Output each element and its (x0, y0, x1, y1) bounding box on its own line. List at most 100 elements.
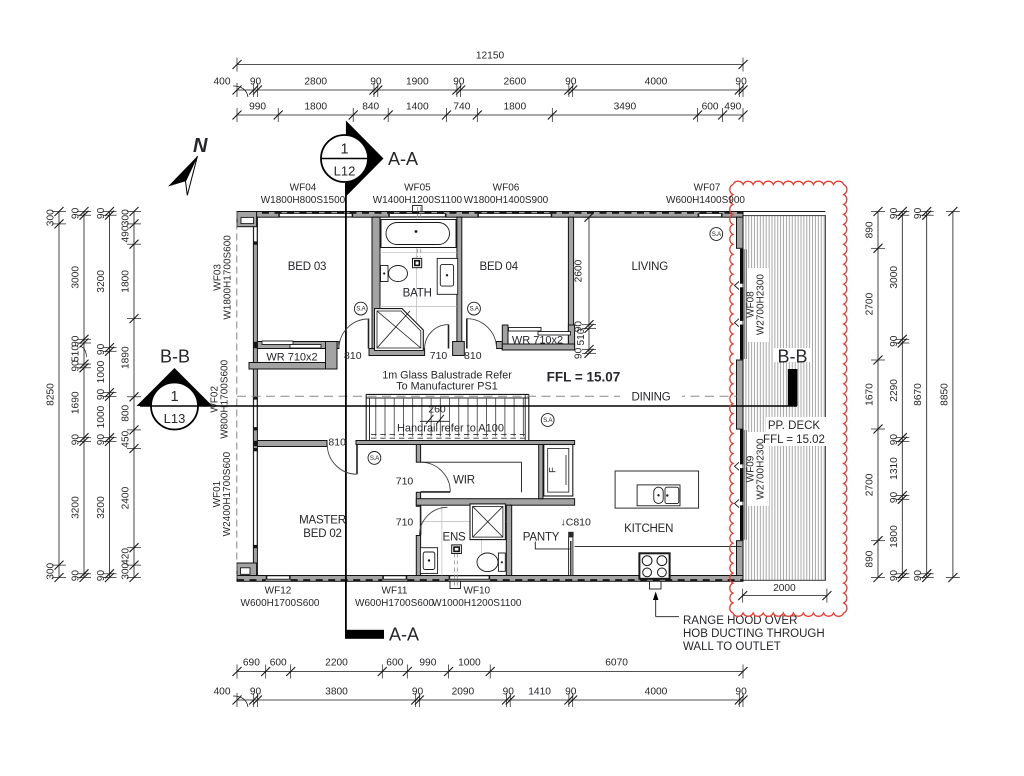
svg-text:3200: 3200 (96, 496, 107, 519)
svg-text:WALL TO OUTLET: WALL TO OUTLET (683, 641, 781, 653)
svg-text:W1000H1200S1100: W1000H1200S1100 (432, 598, 522, 609)
svg-text:S.A: S.A (469, 306, 479, 313)
svg-text:710: 710 (396, 516, 414, 528)
svg-text:8250: 8250 (46, 383, 57, 406)
svg-text:300: 300 (121, 562, 132, 579)
svg-text:WF06: WF06 (493, 183, 520, 194)
svg-text:90: 90 (913, 570, 924, 582)
svg-text:2800: 2800 (304, 77, 327, 88)
svg-text:840: 840 (362, 102, 379, 113)
svg-text:2000: 2000 (773, 583, 796, 594)
svg-text:3800: 3800 (325, 687, 348, 698)
svg-text:F: F (548, 467, 559, 473)
svg-text:N: N (193, 135, 208, 157)
svg-text:510: 510 (576, 328, 587, 345)
svg-text:1000: 1000 (96, 360, 107, 383)
svg-text:PANTY: PANTY (523, 532, 560, 544)
svg-text:2600: 2600 (503, 77, 526, 88)
svg-text:FFL = 15.07: FFL = 15.07 (547, 370, 621, 385)
svg-text:MASTER: MASTER (299, 515, 346, 527)
svg-text:1: 1 (170, 389, 178, 405)
svg-text:1: 1 (340, 142, 348, 158)
svg-text:300: 300 (46, 562, 57, 579)
svg-text:S.A: S.A (712, 231, 722, 238)
svg-text:6070: 6070 (605, 658, 628, 669)
svg-text:1690: 1690 (71, 391, 82, 414)
svg-text:PP. DECK: PP. DECK (768, 420, 821, 432)
svg-text:2400: 2400 (121, 486, 132, 509)
svg-text:90: 90 (412, 687, 424, 698)
svg-text:600: 600 (386, 658, 403, 669)
svg-text:2700: 2700 (865, 473, 876, 496)
svg-text:WF07: WF07 (694, 183, 721, 194)
svg-text:90: 90 (913, 207, 924, 219)
svg-text:Handrail refer to A100: Handrail refer to A100 (397, 423, 504, 435)
svg-text:300: 300 (121, 209, 132, 226)
svg-text:90: 90 (96, 570, 107, 582)
svg-text:W800H1700S600: W800H1700S600 (220, 359, 231, 438)
svg-text:WR 710x2: WR 710x2 (512, 335, 563, 347)
svg-text:S.A: S.A (356, 306, 366, 313)
svg-text:W2700H2300: W2700H2300 (756, 274, 767, 336)
svg-text:90: 90 (250, 687, 262, 698)
svg-text:990: 990 (419, 658, 436, 669)
svg-text:WF04: WF04 (290, 183, 317, 194)
svg-text:3490: 3490 (614, 102, 637, 113)
svg-text:490: 490 (121, 225, 132, 242)
svg-text:L12: L12 (334, 164, 356, 179)
svg-text:1800: 1800 (503, 102, 526, 113)
svg-text:420: 420 (121, 548, 132, 565)
svg-text:1m Glass Balustrade Refer: 1m Glass Balustrade Refer (382, 370, 512, 382)
svg-text:90: 90 (370, 77, 382, 88)
svg-text:810: 810 (344, 350, 362, 362)
svg-text:WF11: WF11 (382, 586, 408, 597)
svg-text:90: 90 (889, 335, 900, 347)
svg-text:90: 90 (574, 347, 585, 359)
svg-text:3200: 3200 (71, 496, 82, 519)
svg-text:400: 400 (214, 77, 231, 88)
svg-text:WF10: WF10 (463, 586, 490, 597)
svg-text:1800: 1800 (121, 270, 132, 293)
svg-text:90: 90 (889, 570, 900, 582)
svg-text:ENS: ENS (442, 532, 466, 544)
svg-text:1890: 1890 (121, 346, 132, 369)
svg-text:BED 03: BED 03 (288, 261, 326, 273)
svg-text:90: 90 (889, 434, 900, 446)
svg-text:W1800H1400S900: W1800H1400S900 (464, 195, 549, 206)
svg-text:90: 90 (96, 434, 107, 446)
svg-text:8670: 8670 (913, 383, 924, 406)
svg-text:450: 450 (121, 430, 132, 447)
svg-text:90: 90 (735, 77, 747, 88)
svg-text:W1800H1700S600: W1800H1700S600 (223, 235, 234, 320)
svg-text:90: 90 (71, 434, 82, 446)
svg-text:1310: 1310 (889, 457, 900, 480)
svg-text:B-B: B-B (777, 347, 807, 367)
svg-text:S.A: S.A (543, 417, 553, 424)
svg-text:1800: 1800 (889, 525, 900, 548)
svg-text:890: 890 (865, 550, 876, 567)
svg-text:1410: 1410 (528, 687, 551, 698)
svg-text:1400: 1400 (406, 102, 429, 113)
svg-text:WR 710x2: WR 710x2 (266, 352, 317, 364)
svg-text:2700: 2700 (865, 292, 876, 315)
svg-text:90: 90 (96, 343, 107, 355)
svg-text:BATH: BATH (403, 288, 432, 300)
svg-text:W600H1700S600: W600H1700S600 (355, 598, 434, 609)
svg-text:S.A: S.A (370, 455, 380, 462)
svg-text:WF03: WF03 (213, 264, 224, 291)
svg-text:3000: 3000 (71, 266, 82, 289)
svg-text:90: 90 (250, 77, 262, 88)
svg-text:90: 90 (71, 335, 82, 347)
svg-text:FFL = 15.02: FFL = 15.02 (763, 434, 825, 446)
svg-text:90: 90 (71, 360, 82, 372)
svg-text:A-A: A-A (388, 149, 418, 169)
svg-text:1670: 1670 (865, 383, 876, 406)
svg-text:1800: 1800 (304, 102, 327, 113)
svg-text:90: 90 (96, 389, 107, 401)
svg-text:12150: 12150 (476, 51, 505, 62)
svg-text:810: 810 (328, 437, 346, 449)
svg-text:1900: 1900 (406, 77, 429, 88)
svg-text:710: 710 (396, 476, 414, 488)
svg-text:W1800H800S1500: W1800H800S1500 (261, 195, 346, 206)
svg-text:WF08: WF08 (746, 291, 757, 318)
